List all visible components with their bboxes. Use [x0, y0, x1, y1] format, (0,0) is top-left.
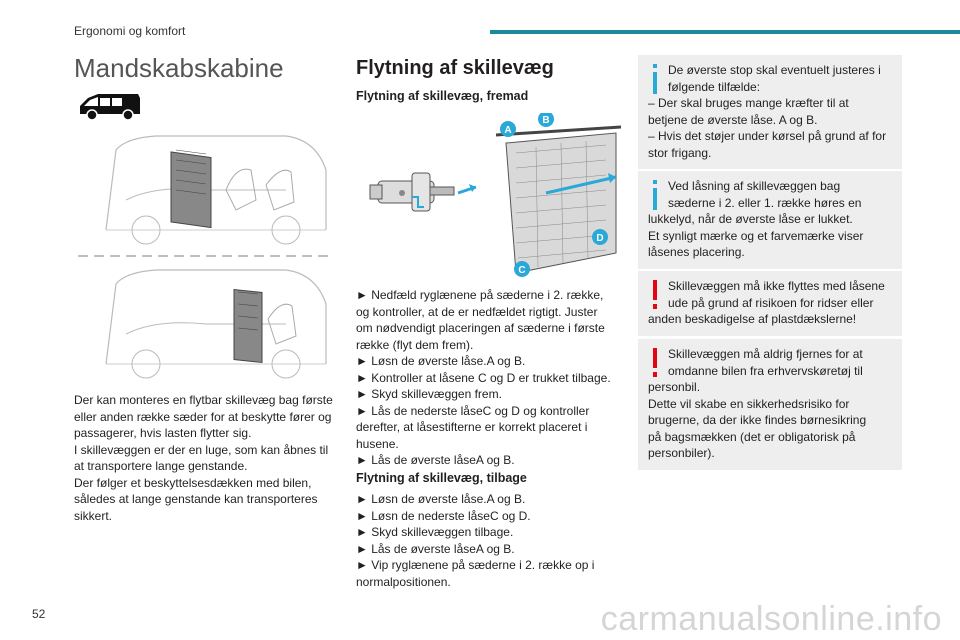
text-line: at transportere lange genstande. [74, 459, 248, 473]
latch-detail-icon [369, 172, 477, 212]
warning-box-removal: Skillevæggen må aldrig fjernes for at om… [638, 339, 902, 470]
back-steps: ► Løsn de øverste låse.A og B. ► Løsn de… [356, 491, 621, 590]
header-accent-bar [490, 30, 960, 34]
box-line: personbiler). [648, 446, 715, 460]
step-line: ► Vip ryglænene på sæderne i 2. række op… [356, 558, 595, 572]
back-heading: Flytning af skillevæg, tilbage [356, 471, 527, 485]
text-line: eller anden række sæder for at beskytte … [74, 409, 332, 424]
forward-steps: ► Nedfæld ryglænene på sæderne i 2. rækk… [356, 287, 621, 469]
text-line: sikkert. [74, 508, 113, 523]
box-line: stor frigang. [648, 145, 712, 160]
box-line: Skillevæggen må aldrig fjernes for at [668, 347, 863, 361]
box-line: anden beskadigelse af plastdækslerne! [648, 312, 857, 326]
step-line: ► Kontroller at låsene C og D er trukket… [356, 370, 611, 385]
procedure-title: Flytning af skillevæg [356, 57, 554, 79]
box-line: – Der skal bruges mange kræfter til at [648, 96, 849, 110]
box-line: Et synligt mærke og et farvemærke viser [648, 228, 864, 243]
box-line: lukkelyd, når de øverste låse er lukket. [648, 212, 853, 226]
box-line: Dette vil skabe en sikkerhedsrisiko for [648, 396, 850, 411]
svg-text:C: C [518, 265, 525, 276]
box-line: følgende tilfælde: [668, 79, 761, 94]
warning-box-scratches: Skillevæggen må ikke flyttes med låsene … [638, 271, 902, 336]
step-line: om nødvendigt placeringen af sæderne i f… [356, 321, 605, 335]
intro-paragraph: Der kan monteres en flytbar skillevæg ba… [74, 392, 344, 524]
forward-heading: Flytning af skillevæg, fremad [356, 89, 529, 103]
crew-cab-van-icon [80, 94, 140, 121]
box-line: på bagsmækken (det er obligatorisk på [648, 429, 856, 444]
step-line: ► Lås de øverste låseA og B. [356, 453, 515, 467]
text-line: således at lange genstande kan transport… [74, 492, 318, 506]
info-box-lock-sound: Ved låsning af skillevæggen bag sæderne … [638, 171, 902, 269]
text-line: Der følger et beskyttelsesdækken med bil… [74, 475, 312, 490]
watermark: carmanualsonline.info [600, 600, 942, 638]
text-line: I skillevæggen er der en luge, som kan å… [74, 442, 329, 457]
step-line: række (flyt dem frem). [356, 337, 474, 352]
cabin-partition-illustration-upper [105, 135, 327, 245]
warning-icon [653, 280, 657, 309]
middle-column: Flytning af skillevæg Flytning af skille… [356, 55, 621, 589]
partition-panel-icon [495, 125, 621, 274]
box-line: betjene de øverste låse. A og B. [648, 112, 818, 127]
callout-c: C [514, 261, 530, 277]
box-line: låsenes placering. [648, 245, 745, 259]
box-line: personbil. [648, 380, 701, 394]
info-icon [653, 180, 657, 210]
partition-locks-illustration: A B C D [369, 113, 621, 277]
section-title: Mandskabskabine [74, 53, 284, 83]
page-number: 52 [32, 607, 46, 621]
box-line: Ved låsning af skillevæggen bag [668, 179, 841, 193]
text-line: passagerer, hvis lasten flytter sig. [74, 426, 252, 440]
svg-text:A: A [504, 125, 511, 136]
cabin-partition-illustration-lower [105, 269, 327, 379]
box-line: ude på grund af risikoen for ridser elle… [668, 295, 874, 310]
left-column: Mandskabskabine [74, 52, 344, 523]
step-line: ► Løsn de øverste låse.A og B. [356, 492, 526, 506]
text-line: Der kan monteres en flytbar skillevæg ba… [74, 393, 333, 407]
box-line: sæderne i 2. eller 1. række høres en [668, 195, 862, 210]
illustration-divider [78, 255, 334, 257]
callout-a: A [500, 121, 516, 137]
step-line: normalpositionen. [356, 574, 451, 589]
chapter-header: Ergonomi og komfort [74, 24, 186, 38]
info-icon [653, 64, 657, 94]
step-line: ► Skyd skillevæggen tilbage. [356, 525, 514, 539]
callout-d: D [592, 229, 608, 245]
step-line: ► Lås de øverste låseA og B. [356, 541, 515, 556]
step-line: ► Løsn de nederste låseC og D. [356, 508, 531, 523]
step-line: ► Lås de nederste låseC og D og kontroll… [356, 403, 590, 418]
box-line: omdanne bilen fra erhvervskøretøj til [668, 363, 863, 378]
box-line: De øverste stop skal eventuelt justeres … [668, 63, 881, 77]
box-line: – Hvis det støjer under kørsel på grund … [648, 129, 887, 143]
step-line: ► Skyd skillevæggen frem. [356, 387, 502, 401]
step-line: ► Løsn de øverste låse.A og B. [356, 354, 526, 368]
step-line: derefter, at låsestifterne er korrekt pl… [356, 420, 588, 434]
svg-text:B: B [542, 115, 549, 126]
box-line: Skillevæggen må ikke flyttes med låsene [668, 279, 885, 293]
step-line: ► Nedfæld ryglænene på sæderne i 2. rækk… [356, 288, 604, 302]
box-line: brugerne, da der ikke findes børnesikrin… [648, 413, 867, 427]
callout-b: B [538, 113, 554, 127]
info-box-adjust-stops: De øverste stop skal eventuelt justeres … [638, 55, 902, 169]
svg-text:D: D [596, 233, 603, 244]
warning-icon [653, 348, 657, 377]
step-line: husene. [356, 436, 399, 451]
step-line: og kontroller, at de er nedfældet rigtig… [356, 304, 598, 319]
